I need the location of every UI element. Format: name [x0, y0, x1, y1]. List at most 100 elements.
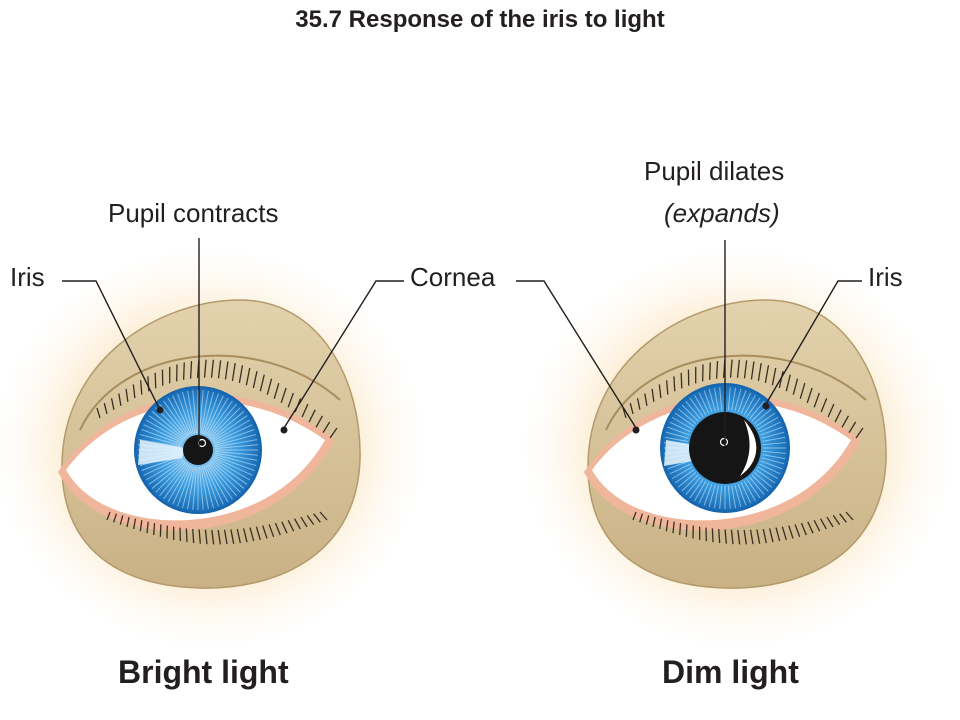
eyelash: [827, 403, 835, 418]
iris-ray: [192, 390, 198, 434]
iris-ray: [743, 480, 756, 502]
label-iris-left: Iris: [10, 262, 45, 292]
eyelash: [231, 363, 236, 382]
eyelash: [730, 529, 734, 545]
eyelash: [743, 360, 748, 379]
eyelash: [252, 370, 258, 389]
eyelash: [788, 525, 794, 539]
iris-ray: [198, 390, 204, 434]
cornea-leader-right: [516, 280, 637, 429]
eyelash: [715, 361, 719, 379]
iris-ray: [667, 460, 690, 470]
eyelash: [834, 409, 842, 423]
eyelash: [319, 511, 328, 521]
eyelash: [103, 402, 108, 415]
eyelash: [198, 529, 201, 544]
eyelash: [832, 515, 841, 525]
eyelash: [293, 518, 301, 530]
right-eyelid-fold: [605, 354, 867, 431]
eyelash: [322, 421, 331, 433]
eyelash: [245, 367, 251, 386]
iris-ray: [731, 485, 737, 509]
eyelash: [785, 374, 791, 392]
iris-ray: [167, 397, 190, 436]
iris-ray: [192, 466, 198, 510]
eyelash: [110, 398, 115, 410]
eyelash: [672, 521, 675, 534]
eyelash: [119, 515, 124, 525]
eyelash: [182, 362, 185, 380]
iris-ray: [755, 412, 776, 427]
eyelash: [204, 529, 208, 545]
eyelash: [769, 528, 774, 543]
eyelash: [106, 511, 111, 521]
cornea-dot-right: [632, 426, 640, 434]
eyelash: [743, 529, 747, 545]
eyelash: [268, 524, 275, 538]
eyelash: [223, 529, 228, 545]
eyelash: [729, 359, 733, 378]
iris-ray: [206, 397, 229, 436]
iris-ray: [753, 408, 773, 424]
eyelash: [736, 359, 741, 378]
iris-ray: [213, 456, 253, 476]
eyelash: [799, 382, 806, 399]
iris-ray: [761, 431, 785, 439]
figure-title: 35.7 Response of the iris to light: [295, 6, 665, 33]
iris-ray: [155, 461, 187, 493]
eyelash: [262, 525, 268, 539]
eyelash: [329, 427, 338, 439]
iris-ray: [708, 388, 716, 412]
iris-ray: [200, 466, 209, 510]
eyelash: [274, 522, 281, 536]
eyelash: [680, 372, 683, 389]
iris-ray: [740, 392, 752, 414]
iris-ray: [177, 393, 193, 435]
eyelash: [259, 374, 265, 392]
iris-ray: [214, 453, 257, 467]
iris-ray: [201, 391, 215, 434]
iris-ray: [203, 465, 219, 507]
iris-ray: [145, 419, 184, 442]
iris-ray: [200, 390, 209, 434]
iris-ray: [203, 393, 219, 435]
eyelash: [778, 370, 784, 389]
iris-ray: [204, 395, 224, 435]
eyelash: [636, 398, 641, 410]
left-pupil: [183, 435, 213, 465]
iris-ray: [214, 444, 258, 450]
right-pupil: [689, 412, 761, 484]
eyelash: [845, 511, 854, 521]
iris-ray: [762, 454, 786, 460]
iris-ray: [734, 388, 742, 412]
iris-ray: [181, 391, 195, 434]
eyelash: [266, 378, 273, 395]
eyelash: [313, 513, 321, 523]
iris-ray: [208, 403, 237, 438]
iris-ray: [755, 469, 776, 484]
eyelash: [848, 421, 857, 433]
iris-ray: [669, 421, 691, 433]
eyelash: [644, 393, 648, 406]
iris-ray: [209, 407, 241, 439]
eyelash: [315, 415, 324, 428]
iris-ray: [685, 476, 701, 496]
eyelash: [718, 528, 721, 544]
iris-ray: [213, 424, 253, 444]
iris-ray: [694, 394, 707, 416]
iris-ray: [689, 478, 704, 499]
eyelash: [673, 376, 676, 392]
iris-ray: [208, 462, 237, 497]
eyelash: [118, 393, 122, 406]
iris-ray: [167, 464, 190, 503]
eyelash: [280, 387, 287, 404]
iris-ray: [681, 404, 699, 422]
iris-ray: [689, 397, 704, 418]
eyelash: [813, 519, 821, 532]
iris-ray: [214, 450, 258, 456]
iris-ray: [664, 436, 688, 442]
eyelash: [749, 529, 754, 545]
iris-ray: [204, 465, 224, 505]
iris-ray: [151, 460, 186, 489]
